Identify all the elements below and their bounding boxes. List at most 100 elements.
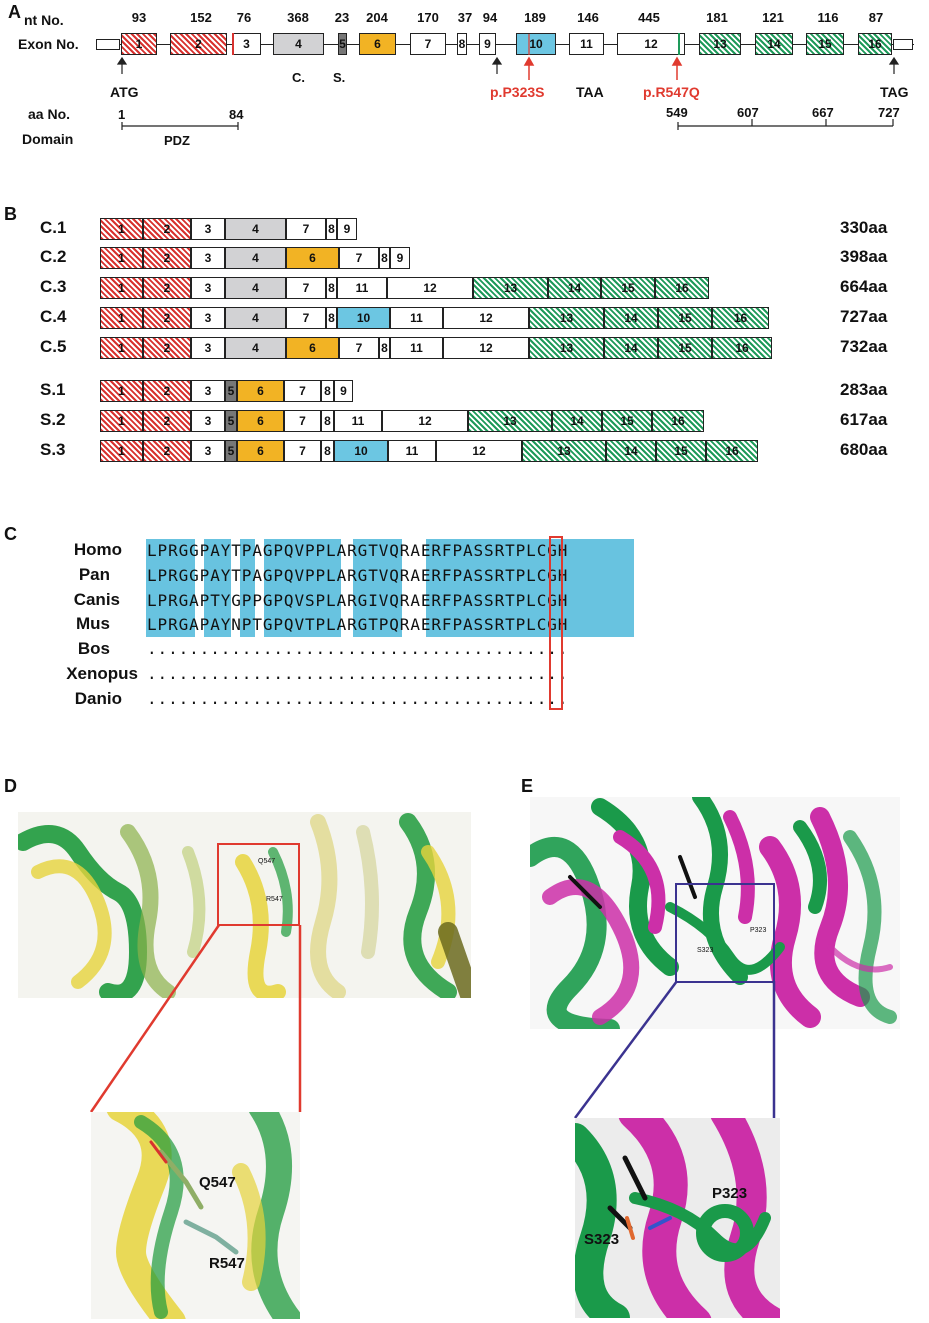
structure-zoom-d: Q547 R547 bbox=[91, 1112, 300, 1319]
exon-block: 3 bbox=[191, 247, 225, 269]
exon-6: 6 bbox=[359, 33, 396, 55]
exon-block: 12 bbox=[387, 277, 473, 299]
isoform-length: 727aa bbox=[840, 307, 888, 326]
s323-small-label: S323 bbox=[697, 947, 714, 954]
sequence-row: LPRGAPTYGPPGPQVSPLARGIVQRAERFPASSRTPLCGH bbox=[147, 591, 569, 610]
exon-block: 12 bbox=[436, 440, 522, 462]
exon-block: 2 bbox=[143, 380, 191, 402]
domain-label: Domain bbox=[22, 131, 74, 147]
exon-block: 14 bbox=[604, 337, 658, 359]
exon-block: 15 bbox=[658, 337, 712, 359]
isoform-length: 732aa bbox=[840, 337, 888, 356]
isoform-bar-c5: 1 2 3 4 6 7 8 11 12 13 14 15 16 bbox=[100, 337, 776, 359]
exon-block: 4 bbox=[225, 277, 286, 299]
exon-block: 16 bbox=[706, 440, 758, 462]
alignment-gap bbox=[195, 539, 204, 637]
exon-block: 11 bbox=[390, 337, 443, 359]
exon-block: 4 bbox=[225, 218, 286, 240]
exon-7: 7 bbox=[410, 33, 446, 55]
species-name: Xenopus bbox=[66, 664, 138, 683]
marker-arrows bbox=[116, 33, 900, 80]
isoform-bar-s1: 1 2 3 5 6 7 8 9 bbox=[100, 380, 360, 402]
exon-block: 3 bbox=[191, 277, 225, 299]
nt-number: 152 bbox=[190, 10, 212, 25]
utr-left bbox=[96, 39, 120, 50]
species-name: Homo bbox=[73, 540, 122, 559]
species-name: Danio bbox=[74, 689, 122, 708]
structure-overview-e: P323 S323 bbox=[530, 797, 900, 1029]
exon-block: 15 bbox=[656, 440, 706, 462]
isoform-name: C.1 bbox=[40, 218, 67, 237]
exon-block: 6 bbox=[286, 247, 339, 269]
exon-block: 1 bbox=[100, 337, 143, 359]
sequence-row: LPRGAPAYNPTGPQVTPLARGTPQRAERFPASSRTPLCGH bbox=[147, 615, 569, 634]
nt-number: 170 bbox=[417, 10, 439, 25]
exon-block: 2 bbox=[143, 307, 191, 329]
exon-block: 15 bbox=[601, 277, 655, 299]
exon-16: 16 bbox=[858, 33, 892, 55]
exon-block: 16 bbox=[655, 277, 709, 299]
exon-block: 12 bbox=[382, 410, 468, 432]
exon-block: 2 bbox=[143, 218, 191, 240]
exon-block: 4 bbox=[225, 307, 286, 329]
exon-block: 7 bbox=[339, 337, 379, 359]
isoform-bar-c4: 1 2 3 4 7 8 10 11 12 13 14 15 16 bbox=[100, 307, 772, 329]
exon-block: 3 bbox=[191, 218, 225, 240]
exon-block: 3 bbox=[191, 440, 225, 462]
exon-block: 13 bbox=[529, 337, 604, 359]
species-name: Canis bbox=[73, 590, 120, 609]
exon-block: 7 bbox=[286, 307, 326, 329]
exon-block: 11 bbox=[390, 307, 443, 329]
exon-block: 8 bbox=[321, 380, 334, 402]
sequence-row: LPRGGPAYTPAGPQVPPLARGTVQRAERFPASSRTPLCGH bbox=[147, 566, 569, 585]
nt-label: nt No. bbox=[24, 12, 64, 28]
exon-block: 7 bbox=[284, 380, 321, 402]
nt-number: 87 bbox=[868, 10, 884, 25]
isoform-length: 680aa bbox=[840, 440, 888, 459]
isoform-bar-c1: 1 2 3 4 7 8 9 bbox=[100, 218, 360, 240]
exon-9: 9 bbox=[479, 33, 496, 55]
exon-block: 2 bbox=[143, 410, 191, 432]
zoom-box-d bbox=[217, 843, 300, 926]
isoform-length: 664aa bbox=[840, 277, 888, 296]
exon-block: 3 bbox=[191, 380, 225, 402]
p323s-label: p.P323S bbox=[490, 84, 545, 100]
exon-block: 13 bbox=[468, 410, 552, 432]
q547-label: Q547 bbox=[199, 1174, 236, 1191]
aa-number: 727 bbox=[878, 105, 900, 120]
exon-block: 1 bbox=[100, 380, 143, 402]
exon-block: 14 bbox=[604, 307, 658, 329]
ribbon-render-e bbox=[530, 797, 897, 1029]
exon-block: 11 bbox=[334, 410, 382, 432]
nt-number: 368 bbox=[287, 10, 309, 25]
exon-block: 14 bbox=[548, 277, 601, 299]
exon-block: 7 bbox=[286, 218, 326, 240]
isoform-name: S.3 bbox=[40, 440, 66, 459]
p323-small-label: P323 bbox=[750, 927, 767, 934]
species-name: Mus bbox=[76, 614, 110, 633]
aa-number: 549 bbox=[666, 105, 688, 120]
taa-label: TAA bbox=[576, 84, 604, 100]
panel-d-label: D bbox=[4, 776, 17, 796]
exon-block: 16 bbox=[712, 337, 772, 359]
sequence-row: ........................................ bbox=[147, 689, 569, 708]
isoform-bar-c3: 1 2 3 4 7 8 11 12 13 14 15 16 bbox=[100, 277, 712, 299]
exon-block: 5 bbox=[225, 410, 237, 432]
exon-block: 11 bbox=[388, 440, 436, 462]
utr-right bbox=[893, 39, 913, 50]
exon-12: 12 bbox=[617, 33, 685, 55]
gene-backbone bbox=[96, 44, 914, 45]
exon-2: 2 bbox=[170, 33, 227, 55]
isoform-bar-s3: 1 2 3 5 6 7 8 10 11 12 13 14 15 16 bbox=[100, 440, 760, 462]
aa-number: 1 bbox=[118, 107, 126, 122]
nt-number: 76 bbox=[236, 10, 252, 25]
nt-number: 37 bbox=[457, 10, 473, 25]
aa-number: 667 bbox=[812, 105, 834, 120]
alignment-gap bbox=[402, 539, 426, 637]
exon-block: 12 bbox=[443, 307, 529, 329]
domain-scale-lines bbox=[121, 119, 894, 130]
exon-block: 2 bbox=[143, 277, 191, 299]
exon-block: 8 bbox=[321, 440, 334, 462]
